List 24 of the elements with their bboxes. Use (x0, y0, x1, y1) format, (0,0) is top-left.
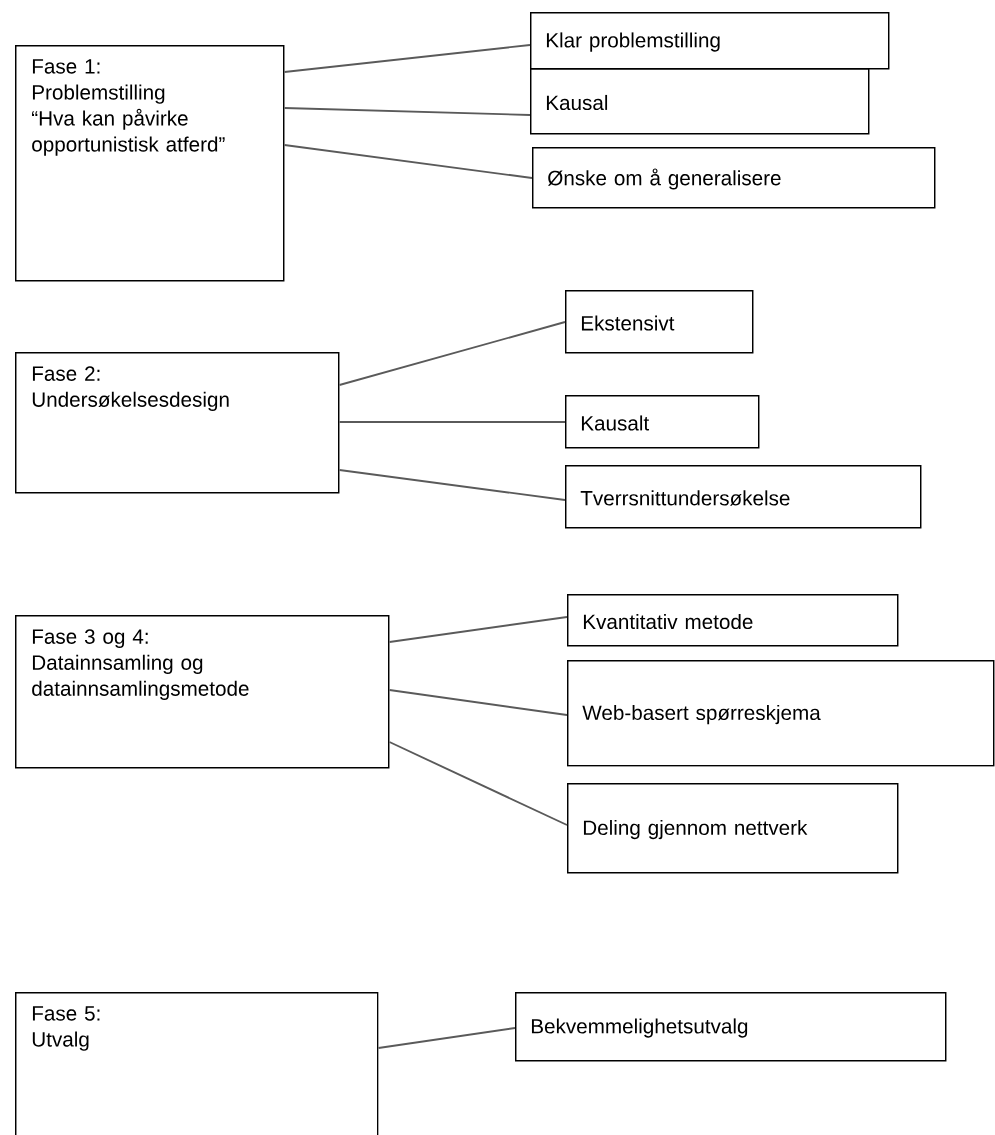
item-box: Web-basert spørreskjema (567, 660, 995, 767)
connector-line (283, 144, 533, 179)
item-box: Kausal (530, 68, 870, 135)
item-box: Ønske om å generalisere (532, 147, 936, 209)
item-box: Tverrsnittundersøkelse (565, 465, 922, 529)
item-box: Bekvemmelighetsutvalg (515, 992, 947, 1062)
item-box: Kvantitativ metode (567, 594, 899, 647)
connector-line (283, 44, 531, 73)
phase-box: Fase 1: Problemstilling “Hva kan påvirke opportunistisk atferd” (15, 45, 285, 282)
connector-line (377, 1027, 516, 1049)
connector-line (283, 107, 531, 116)
connector-line (388, 741, 568, 826)
connector-line (338, 469, 566, 501)
item-box: Klar problemstilling (530, 12, 890, 70)
phase-box: Fase 5: Utvalg (15, 992, 379, 1135)
item-box: Deling gjennom nettverk (567, 783, 899, 874)
item-box: Ekstensivt (565, 290, 754, 354)
connector-line (338, 321, 566, 386)
phase-box: Fase 3 og 4: Datainnsamling og datainnsamlingsmetode (15, 615, 390, 769)
connector-line (388, 689, 568, 716)
connector-line (388, 616, 568, 643)
item-box: Kausalt (565, 395, 760, 449)
connector-line (338, 421, 566, 423)
phase-box: Fase 2: Undersøkelsesdesign (15, 352, 340, 494)
